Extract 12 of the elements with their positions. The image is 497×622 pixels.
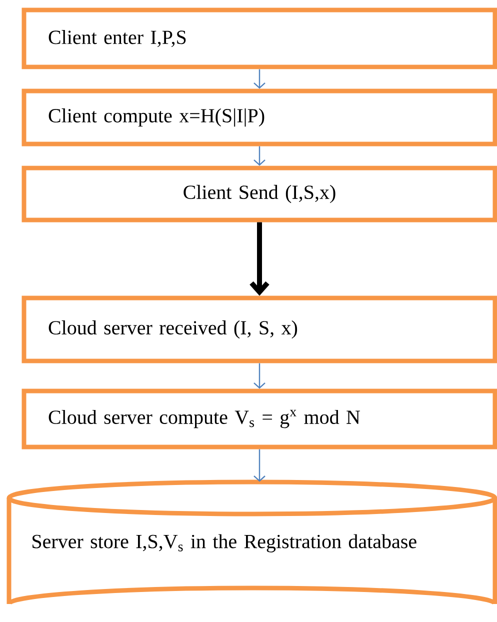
database-cylinder: Server store I,S,V$_{s}$ in the Registration database [6,480,497,606]
process-box: Client compute x=H(S|I|P) [22,88,497,146]
process-box: Client Send (I,S,x) [22,166,497,222]
arrow [254,69,266,89]
process-box: Client enter I,P,S [22,8,497,70]
arrow [254,363,266,389]
process-box: Cloud server received (I, S, x) [22,296,497,364]
arrow [250,222,270,296]
arrow [254,146,266,166]
arrow [254,449,266,482]
process-box: Cloud server compute V$_{s}$ = g$^{x}$ mod N [22,388,497,450]
node-label: Server store I,S,V$_{s}$ in the Registration database [32,534,416,552]
